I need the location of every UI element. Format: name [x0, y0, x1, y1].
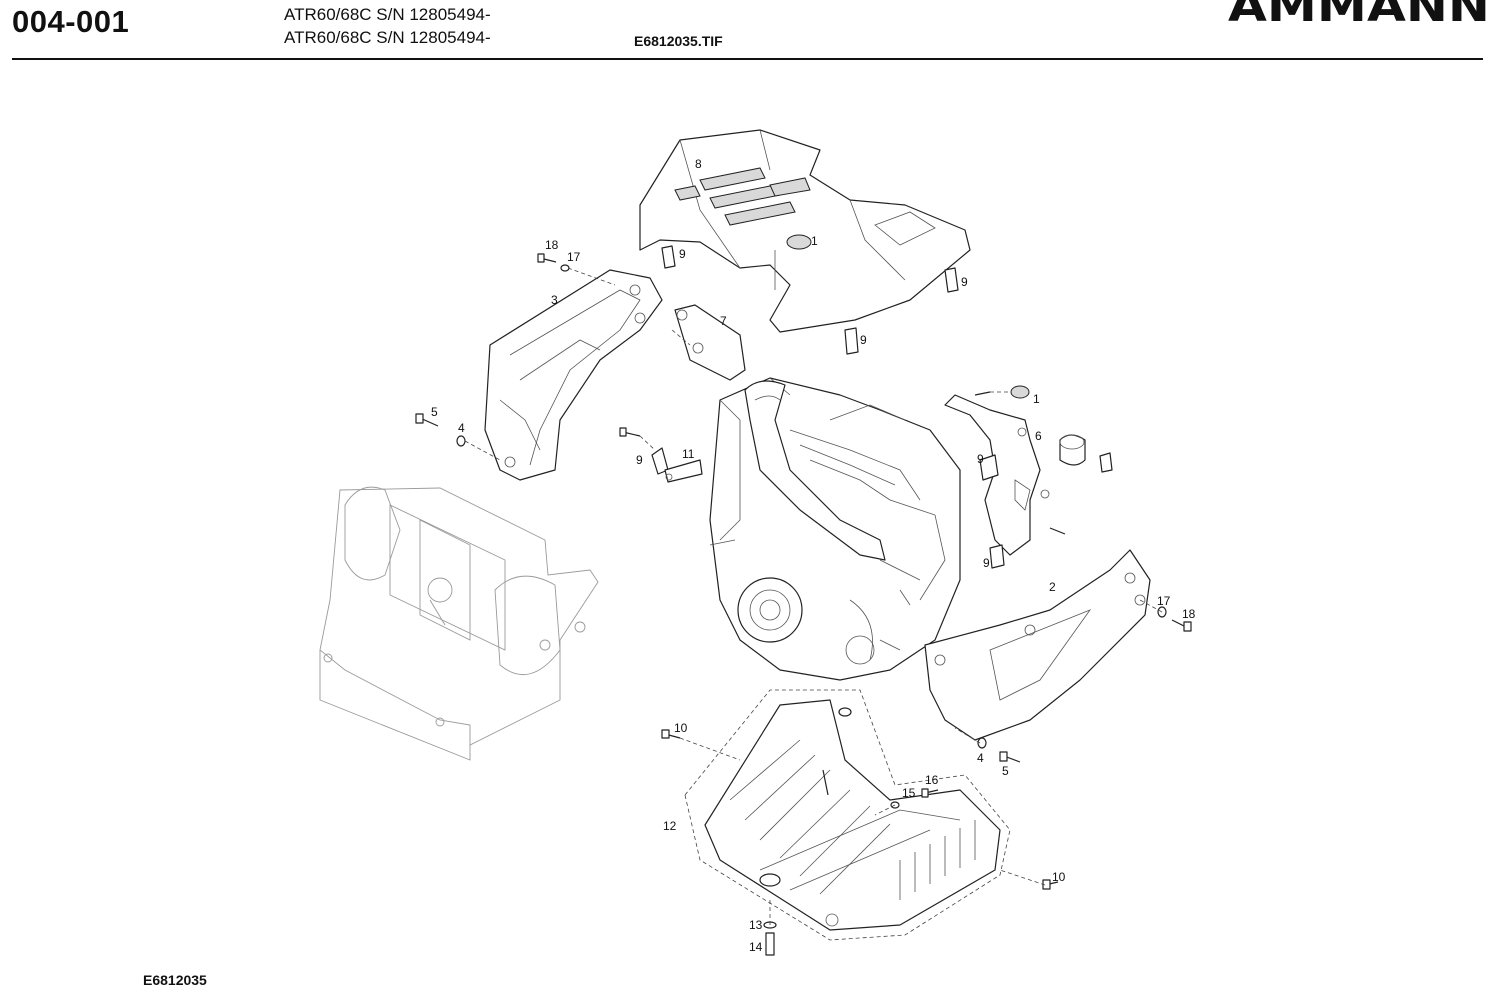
callout-label: 10 — [674, 721, 688, 735]
bottom-tray — [684, 689, 1011, 941]
callout-label: 9 — [636, 453, 643, 467]
callout-label: 17 — [1157, 594, 1171, 608]
callout-label: 9 — [860, 333, 867, 347]
model-serial-line-2: ATR60/68C S/N 12805494- — [284, 28, 491, 47]
callout-label: 15 — [902, 786, 916, 800]
callout-label: 18 — [1182, 607, 1196, 621]
callout-label: 1 — [1033, 392, 1040, 406]
callout-label: 9 — [983, 556, 990, 570]
header-rule — [12, 58, 1483, 60]
callout-label: 12 — [663, 819, 677, 833]
callout-label: 13 — [749, 918, 763, 932]
lower-right-bracket — [924, 549, 1151, 741]
callout-label: 7 — [720, 314, 727, 328]
callout-label: 8 — [695, 157, 702, 171]
brand-logo-text: AMMANN — [1228, 0, 1490, 24]
callout-label: 4 — [458, 421, 465, 435]
model-serial-line-1: ATR60/68C S/N 12805494- — [284, 5, 491, 24]
callout-label: 2 — [1049, 580, 1056, 594]
callout-label: 16 — [925, 773, 939, 787]
callout-label: 3 — [551, 293, 558, 307]
callout-label: 1 — [811, 234, 818, 248]
callouts: 8 1 9 9 9 18 17 3 7 5 4 1 6 9 11 9 9 2 1… — [431, 157, 1196, 954]
callout-label: 11 — [682, 447, 695, 461]
callout-label: 10 — [1052, 870, 1066, 884]
callout-label: 6 — [1035, 429, 1042, 443]
left-bracket — [484, 269, 663, 481]
callout-label: 5 — [431, 405, 438, 419]
leader-lines — [464, 267, 1163, 925]
callout-label: 4 — [977, 751, 984, 765]
right-bracket — [944, 394, 1086, 556]
small-bracket — [674, 304, 746, 381]
drawing-file-name: E6812035.TIF — [634, 33, 723, 49]
callout-label: 14 — [749, 940, 763, 954]
callout-label: 9 — [977, 452, 984, 466]
page-number: 004-001 — [12, 4, 130, 39]
ghost-frame — [319, 486, 599, 761]
drawing-code: E6812035 — [143, 972, 207, 988]
callout-label: 18 — [545, 238, 559, 252]
exploded-parts-diagram: 8 1 9 9 9 18 17 3 7 5 4 1 6 9 11 9 9 2 1… — [319, 129, 1196, 956]
callout-label: 5 — [1002, 764, 1009, 778]
callout-label: 17 — [567, 250, 581, 264]
engine-block — [709, 377, 961, 681]
callout-label: 9 — [961, 275, 968, 289]
callout-label: 9 — [679, 247, 686, 261]
top-cover — [639, 129, 971, 333]
brand-logo: AMMANN — [1228, 0, 1490, 24]
